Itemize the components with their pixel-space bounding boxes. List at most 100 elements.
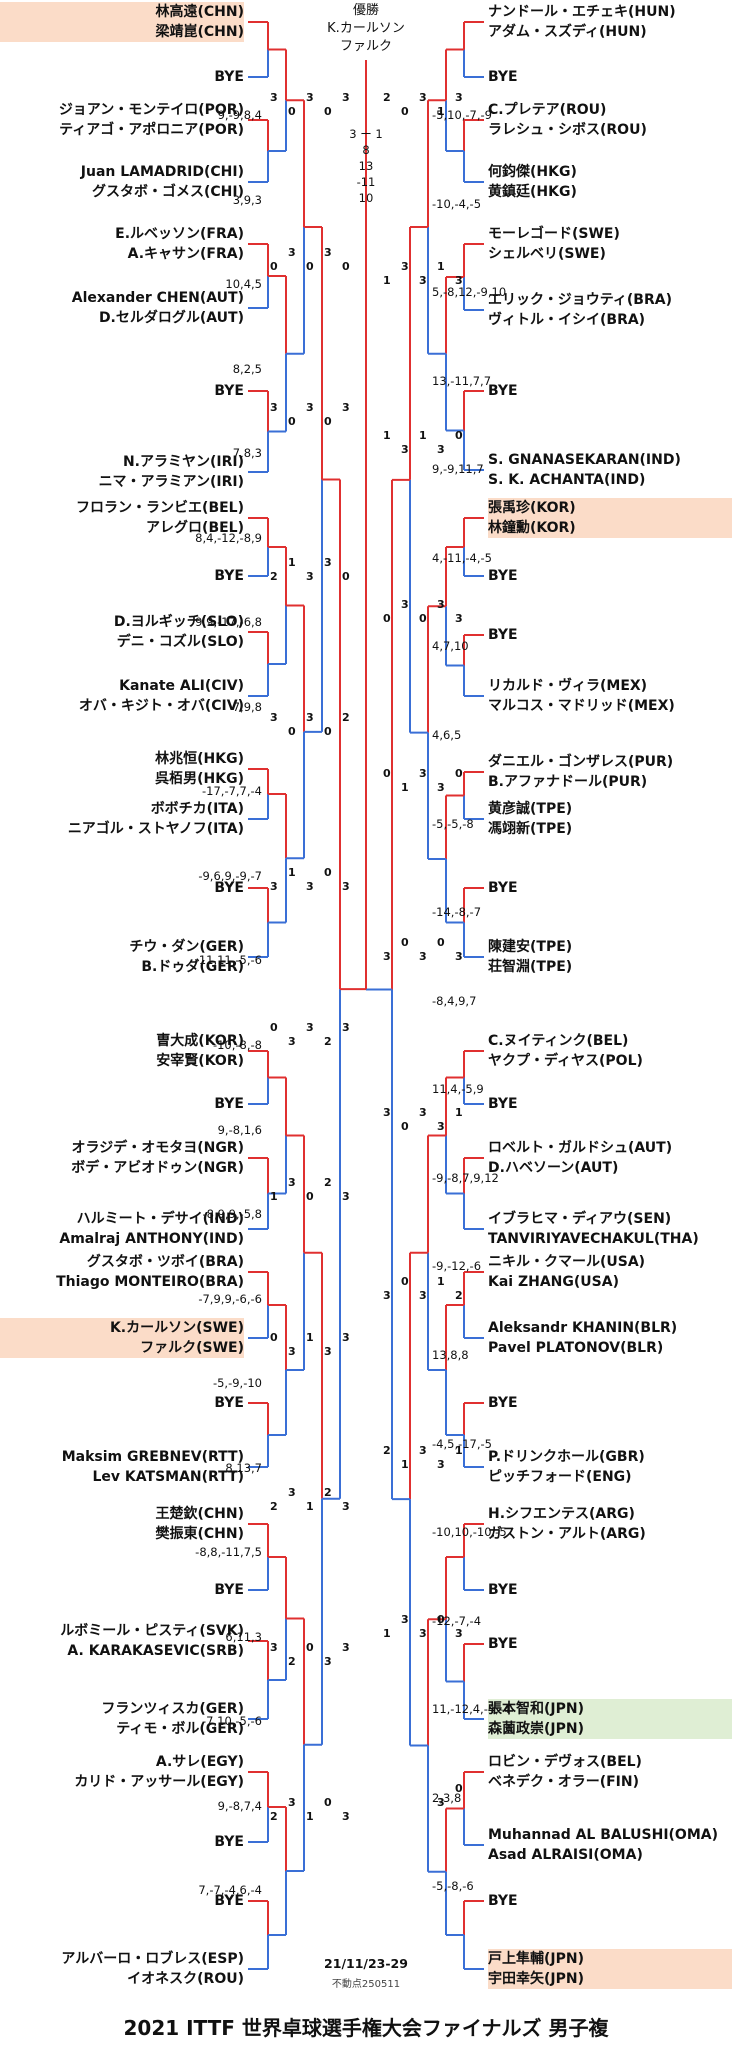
game-score: 9,-9,11,7 <box>432 462 484 477</box>
player-name: アルバーロ・ロブレス(ESP) <box>61 1951 244 1967</box>
match-point: 0 <box>324 1796 332 1809</box>
pair-entry: オラジデ・オモタヨ(NGR)ボデ・アビオドゥン(NGR) <box>65 1138 244 1178</box>
pair-entry: C.プレテア(ROU)ラレシュ・シボス(ROU) <box>488 100 647 140</box>
pair-entry: ルボミール・ピスティ(SVK)A. KARAKASEVIC(SRB) <box>54 1621 244 1661</box>
match-point: 3 <box>383 1288 391 1302</box>
match-point: 3 <box>324 1655 332 1668</box>
player-name: A.サレ(EGY) <box>155 1754 244 1770</box>
game-score: 3,9,3 <box>232 192 262 207</box>
match-point: 0 <box>288 725 296 738</box>
match-point: 3 <box>270 711 278 724</box>
player-name: Kai ZHANG(USA) <box>488 1274 619 1290</box>
player-name: 梁靖崑(CHN) <box>155 24 244 40</box>
match-point: 3 <box>306 570 314 583</box>
pair-entry: C.ヌイティンク(BEL)ヤクプ・ディヤス(POL) <box>488 1031 643 1071</box>
player-name: ヤクプ・ディヤス(POL) <box>488 1053 643 1069</box>
bye-slot: BYE <box>488 880 518 896</box>
player-name: ヴィトル・イシイ(BRA) <box>488 312 646 328</box>
player-name: ニキル・クマール(USA) <box>488 1254 646 1270</box>
match-point: 3 <box>306 711 314 724</box>
match-point: 1 <box>306 1331 314 1344</box>
player-name: フランツィスカ(GER) <box>101 1701 244 1717</box>
match-point: 0 <box>288 105 296 118</box>
bye-slot: BYE <box>488 1096 518 1112</box>
player-name: アレグロ(BEL) <box>146 520 244 536</box>
pair-entry: ハルミート・デサイ(IND)Amalraj ANTHONY(IND) <box>53 1209 244 1249</box>
player-name: Aleksandr KHANIN(BLR) <box>488 1320 678 1336</box>
pair-entry: Maksim GREBNEV(RTT)Lev KATSMAN(RTT) <box>56 1447 244 1487</box>
match-point: 1 <box>437 1274 445 1288</box>
bye-slot: BYE <box>214 1893 244 1909</box>
player-name: 安宰賢(KOR) <box>156 1053 244 1069</box>
game-score: 2,3,8 <box>432 1790 462 1805</box>
match-point: 3 <box>270 401 278 414</box>
game-score: -9,-8,7,9,12 <box>432 1170 499 1185</box>
page-title: 2021 ITTF 世界卓球選手権大会ファイナルズ 男子複 <box>123 2016 609 2040</box>
player-name: ファルク(SWE) <box>140 1340 244 1356</box>
final-game-4: 10 <box>358 191 374 205</box>
match-point: 3 <box>419 1443 427 1457</box>
bye-slot: BYE <box>214 383 244 399</box>
pair-entry: ボボチカ(ITA)ニアゴル・ストヤノフ(ITA) <box>62 799 244 839</box>
player-name: 呉栢男(HKG) <box>155 771 244 787</box>
match-point: 2 <box>342 711 350 724</box>
player-name: Juan LAMADRID(CHI) <box>80 164 244 180</box>
match-point: 3 <box>324 556 332 569</box>
pair-entry: 陳建安(TPE)荘智淵(TPE) <box>488 937 572 977</box>
player-name: イブラヒマ・ディアウ(SEN) <box>488 1211 672 1227</box>
player-name: Lev KATSMAN(RTT) <box>92 1469 245 1485</box>
match-point: 1 <box>419 429 427 443</box>
pair-entry: P.ドリンクホール(GBR)ピッチフォード(ENG) <box>488 1447 645 1487</box>
match-point: 0 <box>419 612 427 626</box>
game-score: 4,6,5 <box>432 728 462 742</box>
game-score: 10,4,5 <box>225 277 262 292</box>
game-score: 5,-8,12,-9,10 <box>432 285 507 300</box>
match-point: 3 <box>437 781 445 795</box>
game-score: -8,9,9,-5,8 <box>202 1207 262 1222</box>
game-score: -5,-8,-6 <box>432 1879 474 1894</box>
match-point: 3 <box>419 950 427 964</box>
match-point: 0 <box>324 415 332 428</box>
match-point: 3 <box>437 598 445 612</box>
pair-entry: 王楚欽(CHN)樊振東(CHN) <box>149 1504 244 1544</box>
player-name: Thiago MONTEIRO(BRA) <box>56 1274 244 1290</box>
player-name: 林鐘勳(KOR) <box>488 520 576 536</box>
match-point: 3 <box>401 1612 409 1626</box>
final-game-3: -11 <box>356 175 376 189</box>
game-score: -14,-8,-7 <box>432 905 482 920</box>
match-point: 3 <box>342 1190 350 1203</box>
bye-slot: BYE <box>488 1636 518 1652</box>
bye-slot: BYE <box>214 1582 244 1598</box>
player-name: 林兆恒(HKG) <box>155 751 244 767</box>
pair-entry: イブラヒマ・ディアウ(SEN)TANVIRIYAVECHAKUL(THA) <box>488 1209 699 1249</box>
match-point: 2 <box>288 1655 296 1668</box>
player-name: Pavel PLATONOV(BLR) <box>488 1340 664 1356</box>
player-name: フロラン・ランビエ(BEL) <box>76 500 244 516</box>
pair-entry: ロビン・デヴォス(BEL)ベネデク・オラー(FIN) <box>488 1752 642 1792</box>
bye-slot: BYE <box>488 568 518 584</box>
match-point: 0 <box>288 415 296 428</box>
player-name: 森薗政崇(JPN) <box>488 1721 584 1737</box>
match-point: 3 <box>270 880 278 893</box>
match-point: 3 <box>342 401 350 414</box>
match-point: 3 <box>437 1119 445 1133</box>
match-point: 3 <box>342 1641 350 1654</box>
event-dates: 21/11/23-29 <box>324 1956 408 1971</box>
game-score: 7,8,3 <box>232 446 262 461</box>
player-name: シェルベリ(SWE) <box>488 246 606 262</box>
match-point: 3 <box>306 91 314 104</box>
pair-entry: S. GNANASEKARAN(IND)S. K. ACHANTA(IND) <box>488 450 681 490</box>
final-match-score: 3 ー 1 <box>349 127 383 141</box>
pair-entry: エリック・ジョウティ(BRA)ヴィトル・イシイ(BRA) <box>488 290 672 330</box>
match-point: 3 <box>401 598 409 612</box>
bye-slot: BYE <box>488 627 518 643</box>
player-name: オバ・キジト・オバ(CIV) <box>78 698 244 714</box>
match-point: 0 <box>324 105 332 118</box>
match-point: 3 <box>419 1288 427 1302</box>
match-point: 1 <box>437 260 445 274</box>
game-score: 8,13,7 <box>225 1460 262 1475</box>
pair-entry: Muhannad AL BALUSHI(OMA)Asad ALRAISI(OMA… <box>488 1825 718 1865</box>
game-score: -11,11,-5,-6 <box>194 953 262 968</box>
match-point: 3 <box>401 443 409 457</box>
